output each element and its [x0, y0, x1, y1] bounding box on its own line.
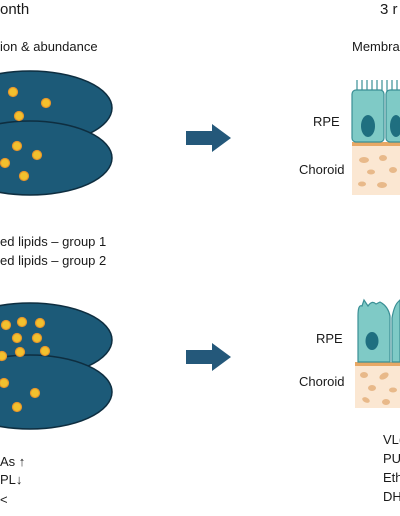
lipid-droplets-bottom: [0, 302, 113, 430]
choroid-dots-bottom: [360, 372, 397, 405]
arrow-icon-top: [186, 124, 231, 152]
tissue-bottom: [355, 298, 400, 408]
left-time-label: onth: [0, 1, 30, 18]
choroid-layer-bottom: [355, 364, 400, 408]
rpe-nucleus: [365, 332, 379, 350]
bruch-membrane-top: [352, 142, 400, 146]
choroid-label-top: Choroid: [299, 162, 345, 177]
choroid-label-bottom: Choroid: [299, 374, 345, 389]
rpe-label-top: RPE: [313, 114, 340, 129]
arrow-icon-bottom: [186, 343, 231, 371]
lipid-dots-bottom: [0, 316, 51, 413]
choroid-dots-top: [358, 155, 397, 188]
tissue-top: [351, 80, 400, 195]
rpe-nucleus: [361, 115, 375, 137]
rpe-cells-bottom: [357, 298, 400, 363]
lipid-droplets-top: [0, 70, 113, 196]
rpe-label-bottom: RPE: [316, 331, 343, 346]
rpe-cells-top: [351, 80, 400, 143]
rpe-nucleus: [390, 115, 400, 137]
left-subtitle: ion & abundance: [0, 39, 98, 54]
legend-group2: ed lipids – group 2: [0, 253, 107, 268]
right-note-2: PU: [383, 451, 400, 466]
right-subtitle: Membra: [352, 39, 400, 54]
bruch-membrane-bottom: [355, 362, 400, 366]
right-note-1: VL(: [383, 432, 400, 447]
right-note-3: Eth: [383, 470, 400, 485]
left-note-2: PL↓: [0, 472, 23, 487]
lipid-dots-top: [0, 86, 52, 182]
left-note-1: As ↑: [0, 454, 26, 469]
left-note-3: <: [0, 492, 8, 507]
right-note-4: DH: [383, 489, 400, 504]
legend-group1: ed lipids – group 1: [0, 234, 107, 249]
right-time-label: 3 r: [380, 1, 398, 18]
